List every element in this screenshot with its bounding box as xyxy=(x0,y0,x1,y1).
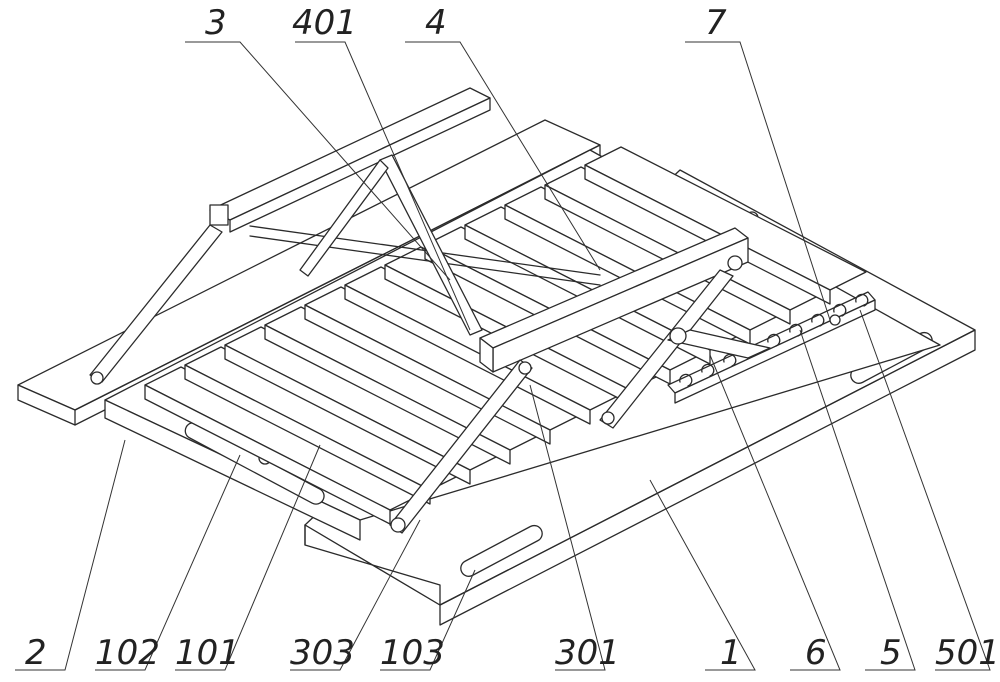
label-6: 6 xyxy=(805,633,827,673)
cross-beam-4 xyxy=(479,227,749,373)
slat-side xyxy=(224,344,471,485)
strut-3b xyxy=(299,154,483,336)
label-3: 3 xyxy=(205,3,227,43)
strut-301 xyxy=(599,255,743,429)
slat-side xyxy=(264,324,511,465)
slat-side xyxy=(184,364,431,505)
hook xyxy=(789,323,803,337)
label-401: 401 xyxy=(292,3,357,43)
label-5: 5 xyxy=(880,633,902,673)
hook xyxy=(767,333,781,347)
label-303: 303 xyxy=(290,633,355,673)
hook xyxy=(855,293,869,307)
label-103: 103 xyxy=(380,633,445,673)
slider-6 xyxy=(667,327,771,359)
hook xyxy=(679,373,693,387)
label-102: 102 xyxy=(95,633,160,673)
leader-lines xyxy=(15,41,991,671)
hook xyxy=(811,313,825,327)
pin-7 xyxy=(829,314,841,326)
top-rail-401 xyxy=(209,87,601,286)
label-2: 2 xyxy=(25,633,47,673)
strut-3 xyxy=(89,224,223,385)
label-4: 4 xyxy=(425,3,447,43)
strut-303 xyxy=(389,359,533,534)
slot-103 xyxy=(460,524,543,577)
hook xyxy=(833,303,847,317)
label-501: 501 xyxy=(935,633,1000,673)
label-101: 101 xyxy=(175,633,240,673)
slat-side xyxy=(344,284,591,425)
label-301: 301 xyxy=(555,633,620,673)
label-1: 1 xyxy=(720,633,742,673)
hook xyxy=(701,363,715,377)
label-7: 7 xyxy=(705,3,727,43)
